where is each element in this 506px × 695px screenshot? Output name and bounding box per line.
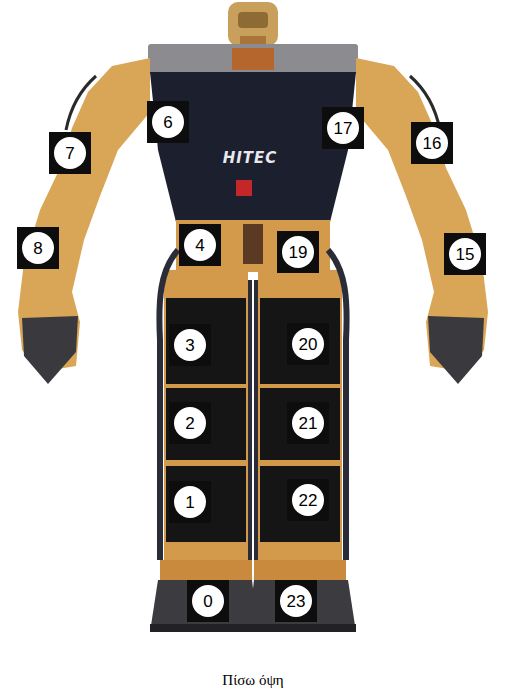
callout-number: 1 xyxy=(185,494,194,511)
servo xyxy=(166,388,246,460)
servo xyxy=(260,388,340,460)
callout-number: 0 xyxy=(203,593,212,610)
callout-number: 6 xyxy=(163,114,172,131)
callout-number: 3 xyxy=(185,337,194,354)
callout-number: 19 xyxy=(289,244,308,261)
callout-box: 19 xyxy=(277,231,319,273)
leg-cable xyxy=(248,280,252,570)
callout-number: 16 xyxy=(423,135,442,152)
callout-box: 23 xyxy=(275,580,317,622)
callout-box: 17 xyxy=(322,107,364,149)
callout-number: 23 xyxy=(287,593,306,610)
callout-box: 1 xyxy=(169,481,211,523)
arm-cable xyxy=(66,76,96,130)
callout-box: 8 xyxy=(17,227,59,269)
callout-box: 3 xyxy=(169,324,211,366)
callout-number: 17 xyxy=(334,120,353,137)
callout-box: 4 xyxy=(179,224,221,266)
left-hand xyxy=(22,316,78,384)
callout-number: 15 xyxy=(456,246,475,263)
callout-circle: 19 xyxy=(282,236,314,268)
sole xyxy=(248,624,356,632)
callout-circle: 17 xyxy=(327,112,359,144)
wiring xyxy=(232,48,274,70)
callout-circle: 15 xyxy=(449,238,481,270)
left-foot xyxy=(150,580,258,632)
callout-box: 2 xyxy=(169,402,211,444)
callout-number: 2 xyxy=(185,415,194,432)
callout-number: 8 xyxy=(33,240,42,257)
callout-box: 16 xyxy=(411,122,453,164)
callout-circle: 16 xyxy=(416,127,448,159)
hip-joint xyxy=(243,224,263,264)
callout-number: 22 xyxy=(299,492,318,509)
brand-logo: HITEC xyxy=(223,149,278,167)
callout-box: 6 xyxy=(147,101,189,143)
caption: Πίσω όψη xyxy=(222,672,283,689)
callout-box: 0 xyxy=(187,580,229,622)
callout-circle: 1 xyxy=(174,486,206,518)
callout-circle: 3 xyxy=(174,329,206,361)
callout-circle: 22 xyxy=(292,484,324,516)
callout-box: 21 xyxy=(287,402,329,444)
callout-box: 15 xyxy=(444,233,486,275)
servo xyxy=(166,298,246,384)
callout-box: 22 xyxy=(287,479,329,521)
right-leg xyxy=(258,270,342,582)
callout-circle: 20 xyxy=(292,328,324,360)
callout-circle: 21 xyxy=(292,407,324,439)
hip xyxy=(176,220,330,272)
leg-cable xyxy=(254,280,258,570)
callout-number: 4 xyxy=(195,237,204,254)
right-foot xyxy=(248,580,356,632)
head-detail xyxy=(238,12,268,28)
leg-cable xyxy=(328,250,347,560)
servo xyxy=(166,466,246,542)
shoulder-bar xyxy=(148,44,358,74)
callout-number: 21 xyxy=(299,415,318,432)
callout-number: 20 xyxy=(299,336,318,353)
callout-circle: 8 xyxy=(22,232,54,264)
callout-circle: 2 xyxy=(174,407,206,439)
servo xyxy=(260,466,340,542)
ankle xyxy=(254,560,346,580)
callout-number: 7 xyxy=(65,145,74,162)
callout-circle: 0 xyxy=(192,585,224,617)
callout-box: 20 xyxy=(287,323,329,365)
callout-box: 7 xyxy=(49,132,91,174)
servo xyxy=(260,298,340,384)
callout-circle: 7 xyxy=(54,137,86,169)
callout-circle: 23 xyxy=(280,585,312,617)
ankle xyxy=(160,560,252,580)
callout-circle: 4 xyxy=(184,229,216,261)
left-leg xyxy=(164,270,248,582)
sole xyxy=(150,624,258,632)
callout-circle: 6 xyxy=(152,106,184,138)
power-switch xyxy=(236,180,252,196)
right-hand xyxy=(428,316,484,384)
